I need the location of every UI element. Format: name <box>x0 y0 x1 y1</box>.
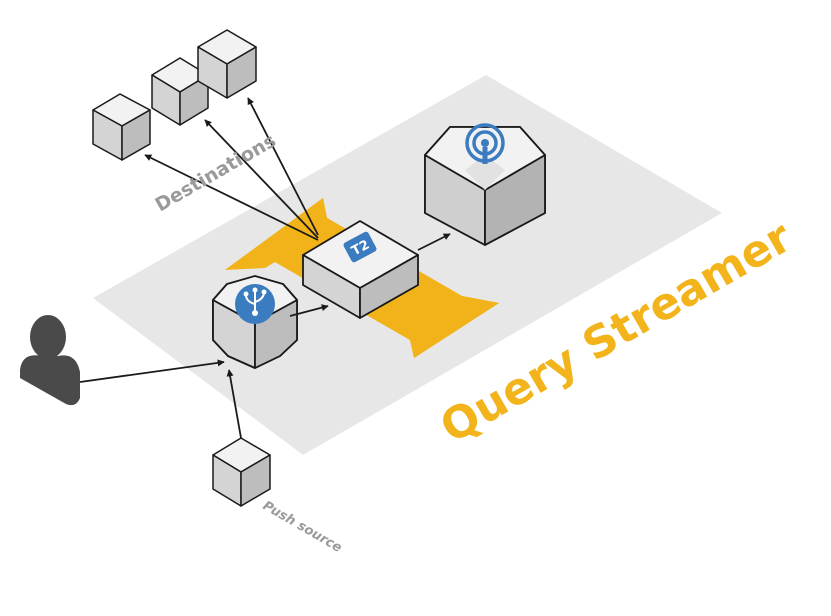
git-branch-icon <box>235 284 275 324</box>
broadcast-icon <box>465 123 505 164</box>
router-to-t2-arrow <box>289 304 329 317</box>
push-source-label: Push source <box>260 498 344 555</box>
svg-text:T2: T2 <box>349 237 372 259</box>
push-source-to-router-arrow <box>226 369 242 439</box>
user-icon <box>20 315 80 406</box>
destination-cube-3 <box>197 29 257 99</box>
destination-cube-1 <box>92 93 151 161</box>
user-to-router-arrow <box>79 359 225 383</box>
t2-badge-icon: T2 <box>343 231 377 263</box>
destination-arrows <box>144 97 319 241</box>
push-source-cube <box>212 437 271 507</box>
t2-to-broadcast-arrow <box>417 233 451 251</box>
